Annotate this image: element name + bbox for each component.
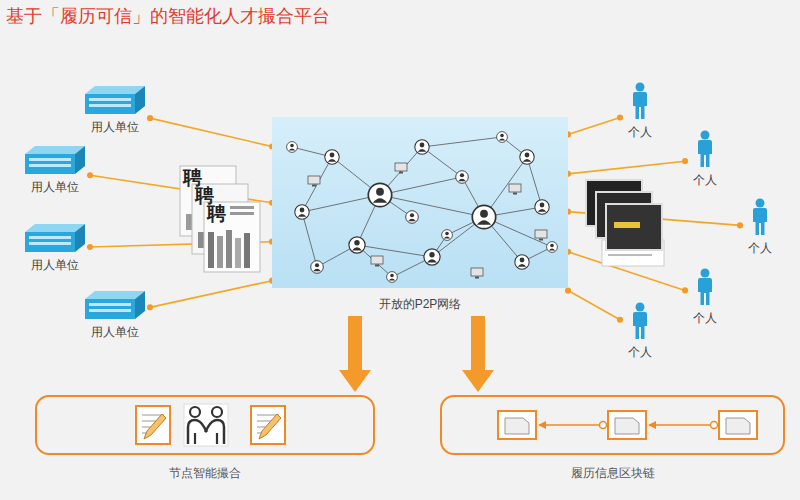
- node-label: 个人: [693, 172, 717, 188]
- node-caption: 用人单位: [20, 177, 90, 195]
- node-shape: [20, 223, 90, 253]
- node-label: 用人单位: [91, 324, 139, 340]
- node-label: 开放的P2P网络: [379, 296, 462, 312]
- employer-node: 用人单位: [20, 223, 90, 273]
- node-label: 个人: [748, 240, 772, 256]
- title: 基于「履历可信」的智能化人才撮合平台: [6, 5, 330, 27]
- node-caption: 个人: [740, 238, 780, 256]
- node-label: 个人: [628, 124, 652, 140]
- node-caption: 履历信息区块链: [440, 463, 785, 481]
- node-label: 个人: [628, 344, 652, 360]
- node-shape: [740, 198, 780, 236]
- p2p-network-node: 开放的P2P网络: [272, 117, 568, 312]
- employer-node: 用人单位: [80, 85, 150, 135]
- platform-panel: 节点智能撮合: [35, 395, 375, 481]
- node-caption: 用人单位: [20, 255, 90, 273]
- individual-node: 个人: [620, 82, 660, 140]
- network-link: [568, 118, 620, 135]
- node-caption: 用人单位: [80, 117, 150, 135]
- node-shape: [35, 395, 375, 455]
- node-shape: [685, 268, 725, 306]
- node-caption: 个人: [685, 308, 725, 326]
- node-label: 用人单位: [31, 257, 79, 273]
- individual-node: 个人: [685, 268, 725, 326]
- node-caption: 节点智能撮合: [35, 463, 375, 481]
- node-shape: [20, 145, 90, 175]
- blockchain-icons: [498, 411, 757, 439]
- network-link: [150, 118, 272, 146]
- p2p-network-picture: [272, 117, 568, 288]
- platform-panel: 履历信息区块链: [440, 395, 785, 481]
- node-shape: [272, 117, 568, 288]
- poster-character: 聘: [183, 168, 202, 187]
- node-caption: 个人: [620, 122, 660, 140]
- node-shape: [440, 395, 785, 455]
- employer-node: 用人单位: [80, 290, 150, 340]
- individual-node: 个人: [740, 198, 780, 256]
- poster-character: 聘: [195, 186, 214, 205]
- node-caption: 用人单位: [80, 322, 150, 340]
- resume-cards: [586, 180, 664, 266]
- company-icons: [25, 86, 145, 319]
- node-label: 用人单位: [31, 179, 79, 195]
- node-label: 节点智能撮合: [169, 465, 241, 481]
- recruitment-posters: [180, 166, 260, 272]
- individual-node: 个人: [620, 302, 660, 360]
- network-link: [568, 161, 685, 174]
- node-label: 履历信息区块链: [571, 465, 655, 481]
- node-label: 个人: [693, 310, 717, 326]
- poster-character: 聘: [207, 204, 226, 223]
- node-shape: [80, 290, 150, 320]
- network-link: [150, 281, 272, 308]
- flow-arrow: [339, 316, 371, 392]
- network-link: [568, 291, 620, 320]
- node-caption: 个人: [620, 342, 660, 360]
- individual-node: 个人: [685, 130, 725, 188]
- node-caption: 开放的P2P网络: [272, 294, 568, 312]
- matching-icons: [136, 404, 285, 446]
- flow-arrow: [462, 316, 494, 392]
- node-caption: 个人: [685, 170, 725, 188]
- node-shape: [80, 85, 150, 115]
- employer-node: 用人单位: [20, 145, 90, 195]
- node-shape: [620, 82, 660, 120]
- node-shape: [685, 130, 725, 168]
- node-shape: [620, 302, 660, 340]
- node-label: 用人单位: [91, 119, 139, 135]
